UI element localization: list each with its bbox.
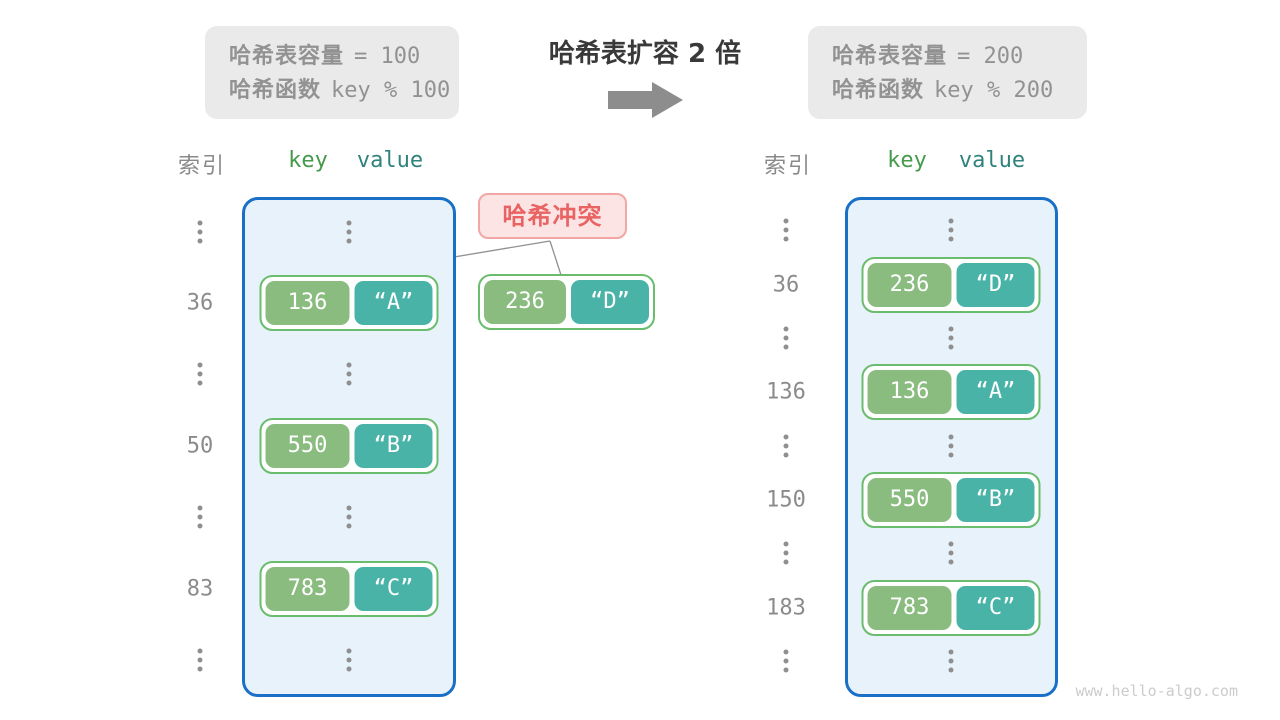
ellipsis-icon [346,220,352,244]
capacity-value: = 100 [354,44,421,69]
index-header: 索引 [763,154,813,179]
value-header: value [356,148,424,173]
ellipsis-icon [197,505,203,529]
ellipsis-icon [197,220,203,244]
hash-config-after-box: 哈希表容量 = 200 哈希函数 key % 200 [808,26,1087,119]
ellipsis-icon [783,326,789,350]
value-box: “A” [354,281,433,325]
key-value-pair: 236“D” [478,274,655,330]
capacity-line: 哈希表容量 = 100 [229,40,435,74]
hash-table-before: 索引 key value 36 136“A” 50 550“B” 83 783“… [160,140,470,715]
expand-title: 哈希表扩容 2 倍 [548,39,742,69]
hash-table-after: 索引 key value 36 236“D” 136 136“A” 150 55… [745,140,1075,715]
hash-collision-label: 哈希冲突 [478,193,627,239]
hash-function-value: key % 200 [934,78,1054,103]
key-value-pair: 136“A” [259,275,439,331]
value-box: “D” [956,263,1035,307]
arrow-head [652,82,683,118]
hash-function-line: 哈希函数 key % 200 [832,74,1063,108]
hash-config-before-box: 哈希表容量 = 100 哈希函数 key % 100 [205,26,459,119]
value-box: “C” [956,586,1035,630]
bucket-index: 50 [186,433,214,459]
key-box: 136 [265,281,350,325]
key-value-pair: 783“C” [861,580,1041,636]
ellipsis-icon [783,218,789,242]
hash-function-label: 哈希函数 [832,78,925,103]
value-box: “C” [354,567,433,611]
ellipsis-icon [948,218,954,242]
site-watermark: www.hello-algo.com [1075,682,1238,700]
ellipsis-icon [783,541,789,565]
ellipsis-icon [346,505,352,529]
key-value-pair: 550“B” [861,472,1041,528]
ellipsis-icon [197,362,203,386]
colliding-pair: 236“D” [478,274,655,330]
key-box: 136 [867,370,952,414]
capacity-line: 哈希表容量 = 200 [832,40,1063,74]
key-header: key [887,148,927,173]
hash-function-value: key % 100 [331,78,451,103]
key-box: 783 [265,567,350,611]
value-box: “B” [354,424,433,468]
value-header: value [958,148,1026,173]
capacity-label: 哈希表容量 [229,44,345,69]
capacity-label: 哈希表容量 [832,44,948,69]
key-value-pair: 236“D” [861,257,1041,313]
bucket-index: 136 [766,379,806,405]
value-box: “A” [956,370,1035,414]
ellipsis-icon [948,434,954,458]
bucket-index: 150 [766,487,806,513]
key-value-pair: 136“A” [861,364,1041,420]
arrow-shaft [608,91,652,109]
key-box: 550 [867,478,952,522]
ellipsis-icon [783,434,789,458]
bucket-index: 36 [186,290,214,316]
right-arrow-icon [608,82,683,118]
ellipsis-icon [197,648,203,672]
key-box: 236 [867,263,952,307]
ellipsis-icon [948,649,954,673]
bucket-index: 183 [766,595,806,621]
key-box: 236 [484,280,566,324]
key-header: key [288,148,328,173]
key-value-pair: 783“C” [259,561,439,617]
index-header: 索引 [177,154,227,179]
key-value-pair: 550“B” [259,418,439,474]
bucket-index: 36 [772,272,800,298]
ellipsis-icon [346,362,352,386]
ellipsis-icon [948,541,954,565]
capacity-value: = 200 [957,44,1024,69]
key-box: 550 [265,424,350,468]
bucket-index: 83 [186,576,214,602]
ellipsis-icon [948,326,954,350]
hash-function-line: 哈希函数 key % 100 [229,74,450,108]
key-box: 783 [867,586,952,630]
value-box: “B” [956,478,1035,522]
ellipsis-icon [783,649,789,673]
hash-function-label: 哈希函数 [229,78,322,103]
ellipsis-icon [346,648,352,672]
value-box: “D” [571,280,649,324]
